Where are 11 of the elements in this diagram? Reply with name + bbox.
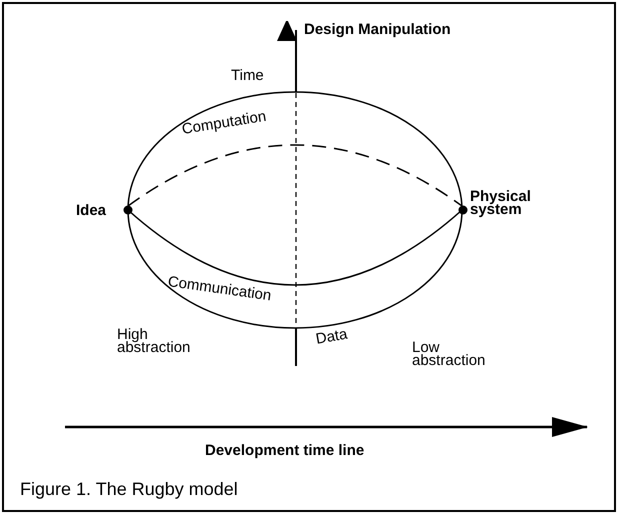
curve-label: Data (314, 326, 348, 347)
region-label: Low abstraction (412, 341, 486, 367)
curve-label: Time (231, 68, 264, 83)
region-label: High abstraction (117, 328, 192, 354)
point-label: Physical system (470, 190, 532, 216)
figure-caption: Figure 1. The Rugby model (20, 479, 238, 499)
point-label: Idea (76, 203, 106, 218)
curve-label: Communication (166, 274, 272, 304)
axis-label: Design Manipulation (304, 22, 451, 37)
axis-label: Development time line (205, 443, 364, 458)
curve-label: Computation (180, 108, 268, 137)
